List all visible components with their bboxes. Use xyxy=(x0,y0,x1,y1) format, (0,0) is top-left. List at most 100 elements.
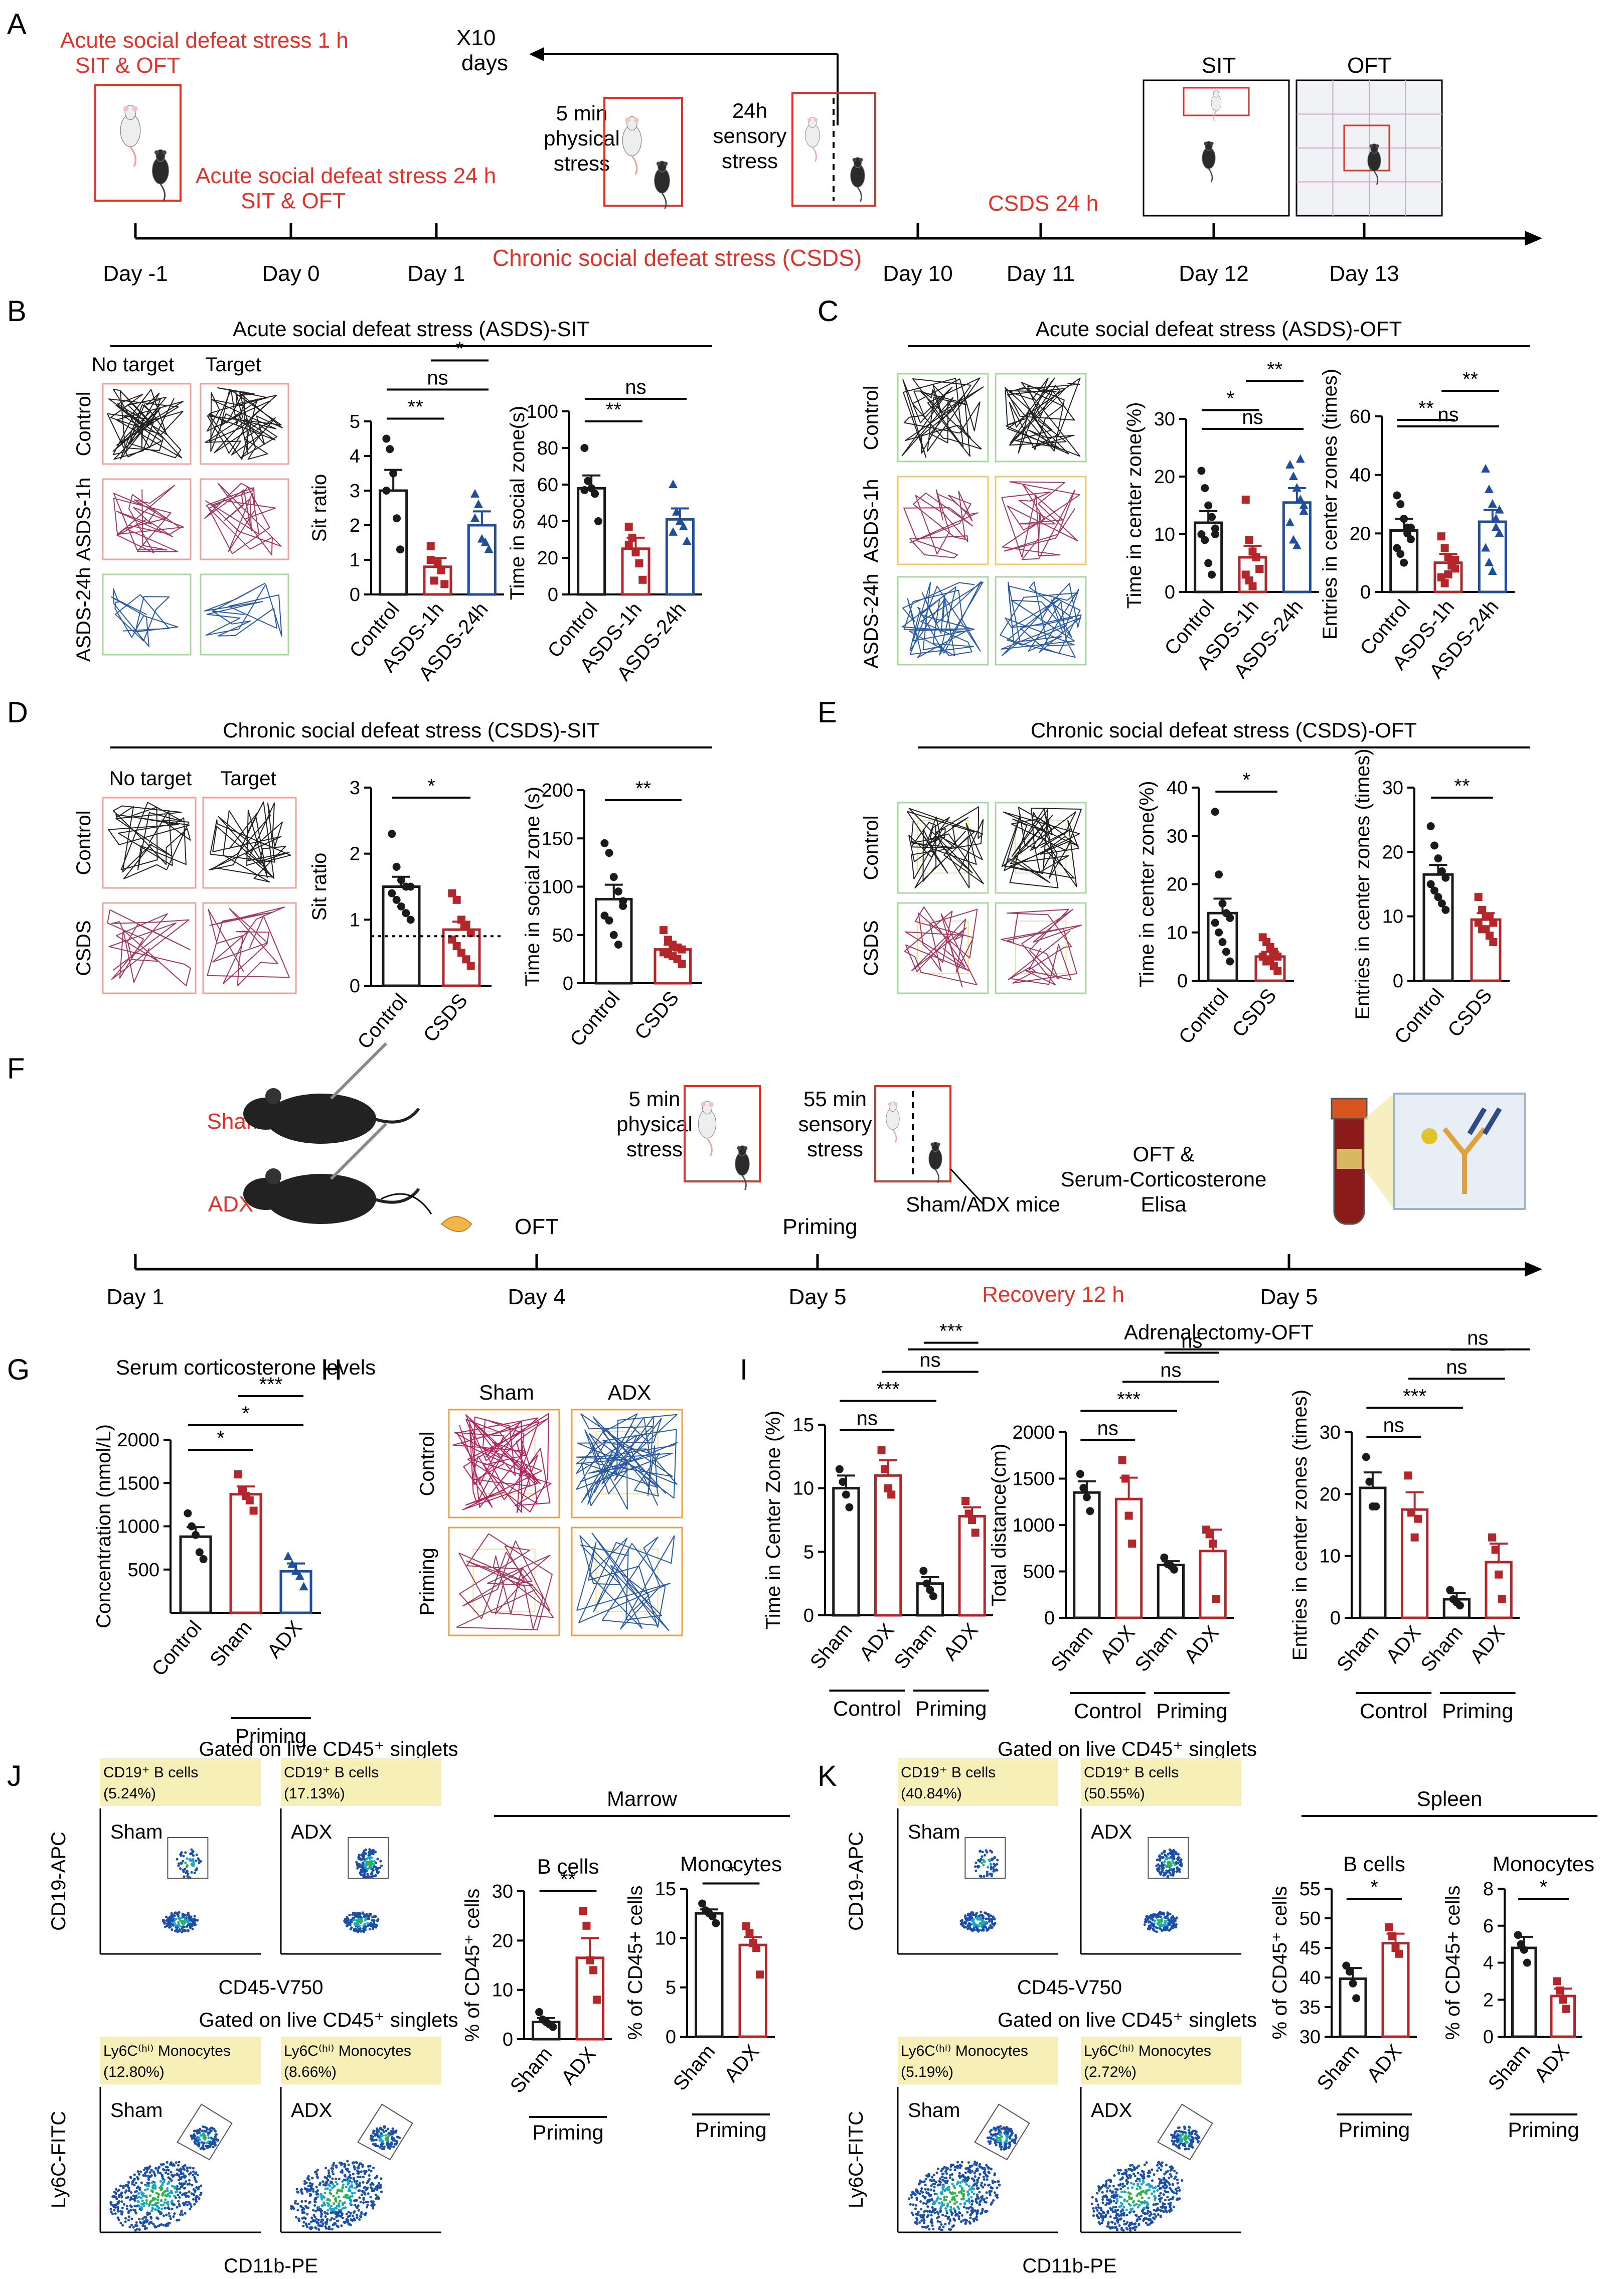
data-point xyxy=(635,559,643,567)
data-point xyxy=(1520,1945,1528,1954)
data-point xyxy=(1255,565,1264,573)
data-point xyxy=(1437,532,1445,541)
data-point xyxy=(466,962,475,970)
data-point xyxy=(1444,570,1452,578)
data-point xyxy=(877,1446,886,1454)
panel-letter: E xyxy=(818,696,837,729)
data-point xyxy=(845,1503,854,1511)
y-tick-label: 0 xyxy=(350,976,360,997)
group-label: Control xyxy=(1360,1699,1427,1723)
data-point xyxy=(1211,524,1219,533)
data-point xyxy=(755,1970,764,1979)
data-point xyxy=(457,916,465,924)
y-tick-label: 0 xyxy=(1330,1608,1341,1629)
white-mouse-icon xyxy=(622,116,642,175)
data-point xyxy=(675,516,685,525)
y-tick-label: 100 xyxy=(527,401,558,422)
black-mouse-icon xyxy=(928,1141,942,1183)
oft-label: OFT xyxy=(1347,53,1391,78)
data-point xyxy=(430,576,438,585)
category-label: Control xyxy=(1390,985,1449,1048)
physical-stress-note: physical xyxy=(616,1112,693,1136)
gate-percent: (8.66%) xyxy=(284,2064,337,2080)
data-point xyxy=(619,902,627,910)
data-point xyxy=(1118,1456,1126,1464)
data-point xyxy=(1523,1958,1531,1967)
category-label: Sham xyxy=(1313,2041,1364,2095)
y-tick-label: 0 xyxy=(1177,971,1188,992)
category-label: Control xyxy=(147,1617,206,1681)
y-tick-label: 1000 xyxy=(1012,1515,1055,1536)
gate-percent: (12.80%) xyxy=(103,2064,165,2080)
track-thumbnail xyxy=(571,1409,683,1518)
data-point xyxy=(584,477,592,485)
data-point xyxy=(1395,1949,1403,1958)
data-point xyxy=(1121,1474,1130,1483)
data-point xyxy=(1430,886,1439,895)
row-label: ASDS-1h xyxy=(860,479,882,563)
timeline-day: Day 10 xyxy=(883,261,952,286)
data-point xyxy=(1076,1470,1084,1478)
data-point xyxy=(698,1899,707,1908)
category-label: ADX xyxy=(939,1619,983,1665)
data-point xyxy=(426,556,435,564)
category-label: Sham xyxy=(506,2043,557,2097)
repeat-note: days xyxy=(461,51,508,75)
data-point xyxy=(1478,905,1487,914)
data-point xyxy=(1396,550,1405,558)
flow-plot: Ly6C⁽ʰⁱ⁾ Monocytes(2.72%)ADX xyxy=(1080,2037,1241,2233)
bar xyxy=(665,518,695,596)
data-point xyxy=(961,1497,970,1505)
physical-stress-note: 5 min xyxy=(556,101,608,125)
y-tick-label: 60 xyxy=(1350,406,1371,427)
data-point xyxy=(396,545,404,554)
gate-label-box xyxy=(281,1758,441,1806)
significance-mark: ** xyxy=(1454,775,1470,797)
timeline-day: Day 11 xyxy=(1007,261,1075,286)
data-point xyxy=(448,889,456,897)
significance-mark: *** xyxy=(259,1374,283,1396)
data-point xyxy=(1082,1493,1091,1501)
data-point xyxy=(249,1506,258,1515)
y-tick-label: 40 xyxy=(1300,1967,1321,1989)
gate-percent: (40.84%) xyxy=(901,1785,962,1802)
data-point xyxy=(188,1522,196,1531)
data-point xyxy=(1160,1553,1169,1562)
data-point xyxy=(392,863,401,871)
data-point xyxy=(1491,514,1501,523)
track-thumbnail xyxy=(897,476,989,565)
data-point xyxy=(582,1921,591,1930)
group-label: Control xyxy=(1074,1699,1142,1723)
data-point xyxy=(922,1579,931,1588)
category-label: Sham xyxy=(1130,1622,1181,1676)
data-point xyxy=(708,1912,717,1921)
data-point xyxy=(466,929,475,937)
flow-plot: Ly6C⁽ʰⁱ⁾ Monocytes(12.80%)Sham xyxy=(99,2037,261,2233)
data-point xyxy=(392,895,401,904)
row-label: Control xyxy=(860,386,882,450)
gate-label-box xyxy=(100,2037,261,2084)
data-point xyxy=(591,490,599,498)
y-tick-label: 0 xyxy=(503,2029,513,2050)
group-label: Priming xyxy=(1156,1699,1227,1723)
group-label: Priming xyxy=(532,2120,603,2144)
data-point xyxy=(1426,880,1435,888)
data-point xyxy=(389,469,398,478)
y-axis-label: Sit ratio xyxy=(308,474,331,542)
track-thumbnail xyxy=(897,576,989,666)
x-axis-label: CD11b-PE xyxy=(1022,2255,1116,2277)
significance-mark: ** xyxy=(408,396,423,418)
y-tick-label: 20 xyxy=(1382,842,1403,863)
white-mouse-icon xyxy=(698,1101,717,1156)
data-point xyxy=(484,544,494,553)
y-tick-label: 40 xyxy=(1350,465,1371,486)
sample-label: Sham xyxy=(908,1821,960,1843)
timeline-day: Day 5 xyxy=(1260,1285,1318,1309)
group-label: Priming xyxy=(915,1697,987,1720)
sample-label: ADX xyxy=(291,1821,332,1843)
